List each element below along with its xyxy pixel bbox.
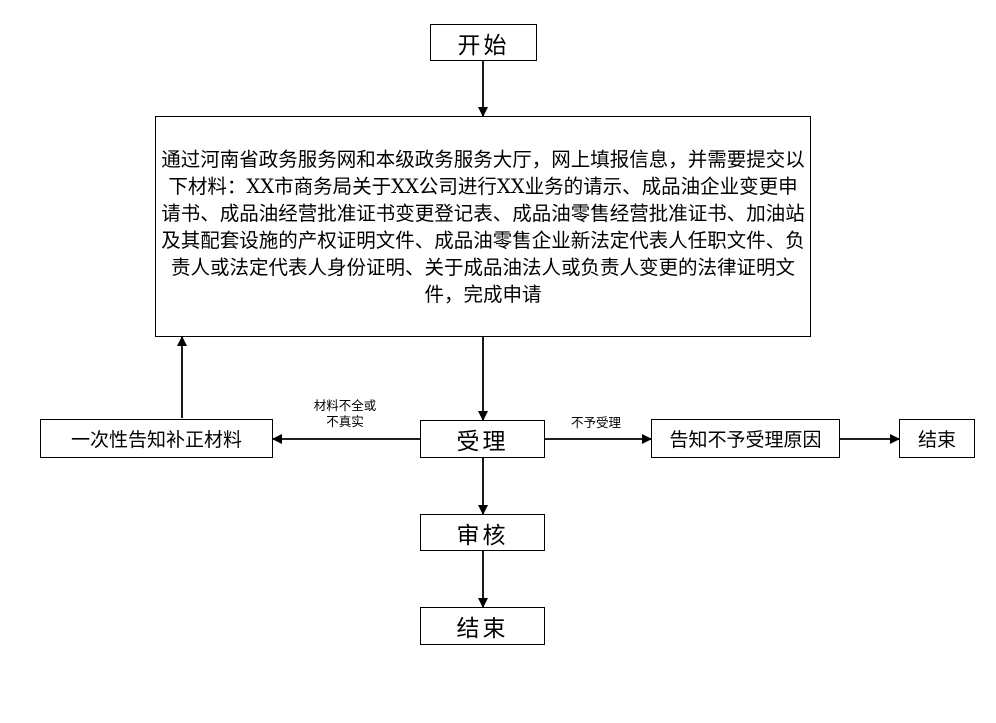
node-start: 开始 (430, 24, 537, 61)
node-apply: 通过河南省政务服务网和本级政务服务大厅，网上填报信息，并需要提交以下材料：XX市… (155, 116, 811, 337)
edge-label-incomplete-line2: 不真实 (326, 414, 364, 429)
edge-label-incomplete: 材料不全或 不真实 (300, 398, 390, 430)
node-reject-notice: 告知不予受理原因 (651, 419, 840, 458)
edge-label-not-accepted: 不予受理 (570, 415, 621, 430)
node-end-reject: 结束 (899, 419, 975, 458)
node-supplement: 一次性告知补正材料 (40, 419, 273, 458)
node-end: 结束 (420, 607, 545, 645)
node-accept: 受理 (420, 420, 545, 458)
edge-label-incomplete-line1: 材料不全或 (313, 398, 377, 413)
node-review: 审核 (420, 514, 545, 551)
